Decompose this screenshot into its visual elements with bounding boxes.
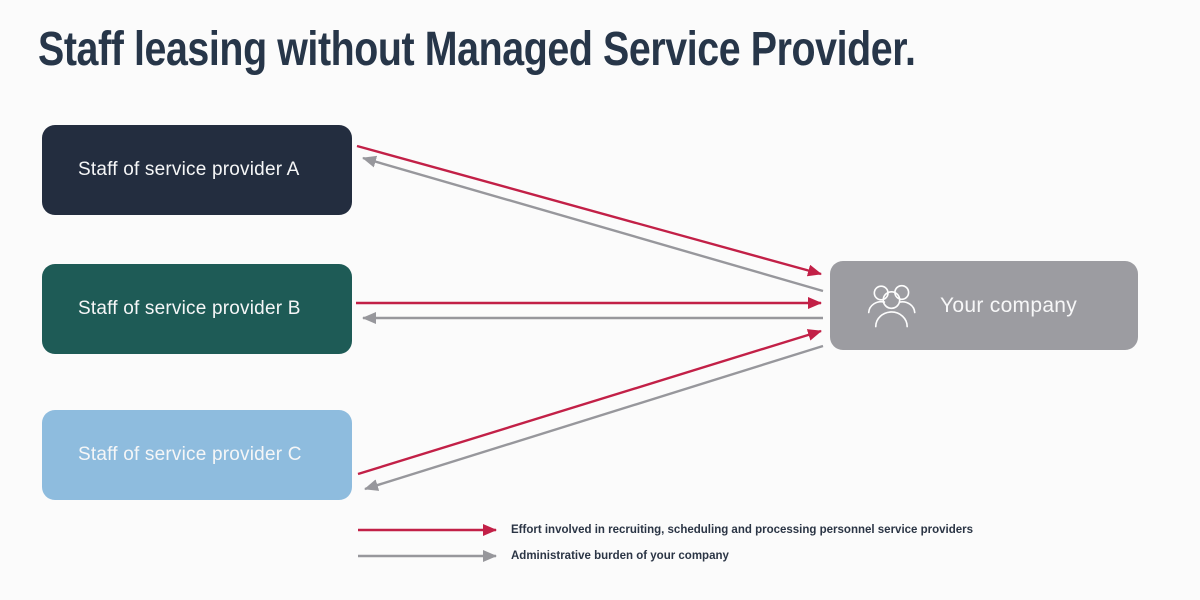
- box-provider-b-label: Staff of service provider B: [78, 298, 301, 319]
- legend-admin-label: Administrative burden of your company: [511, 550, 729, 562]
- box-your-company-label: Your company: [940, 293, 1078, 317]
- box-your-company: Your company: [830, 261, 1138, 350]
- box-provider-c-label: Staff of service provider C: [78, 444, 302, 465]
- arrow-admin-company-to-a: [362, 155, 824, 293]
- box-provider-a-label: Staff of service provider A: [78, 159, 300, 180]
- arrow-admin-company-to-c: [364, 344, 824, 491]
- box-provider-c: Staff of service provider C: [42, 410, 352, 500]
- arrow-effort-c-to-company: [357, 329, 822, 476]
- people-group-icon: [866, 279, 918, 333]
- box-provider-b: Staff of service provider B: [42, 264, 352, 354]
- box-provider-a: Staff of service provider A: [42, 125, 352, 215]
- legend-effort-label: Effort involved in recruiting, schedulin…: [511, 524, 974, 536]
- arrow-effort-a-to-company: [356, 144, 822, 277]
- page-title: Staff leasing without Managed Service Pr…: [38, 23, 916, 76]
